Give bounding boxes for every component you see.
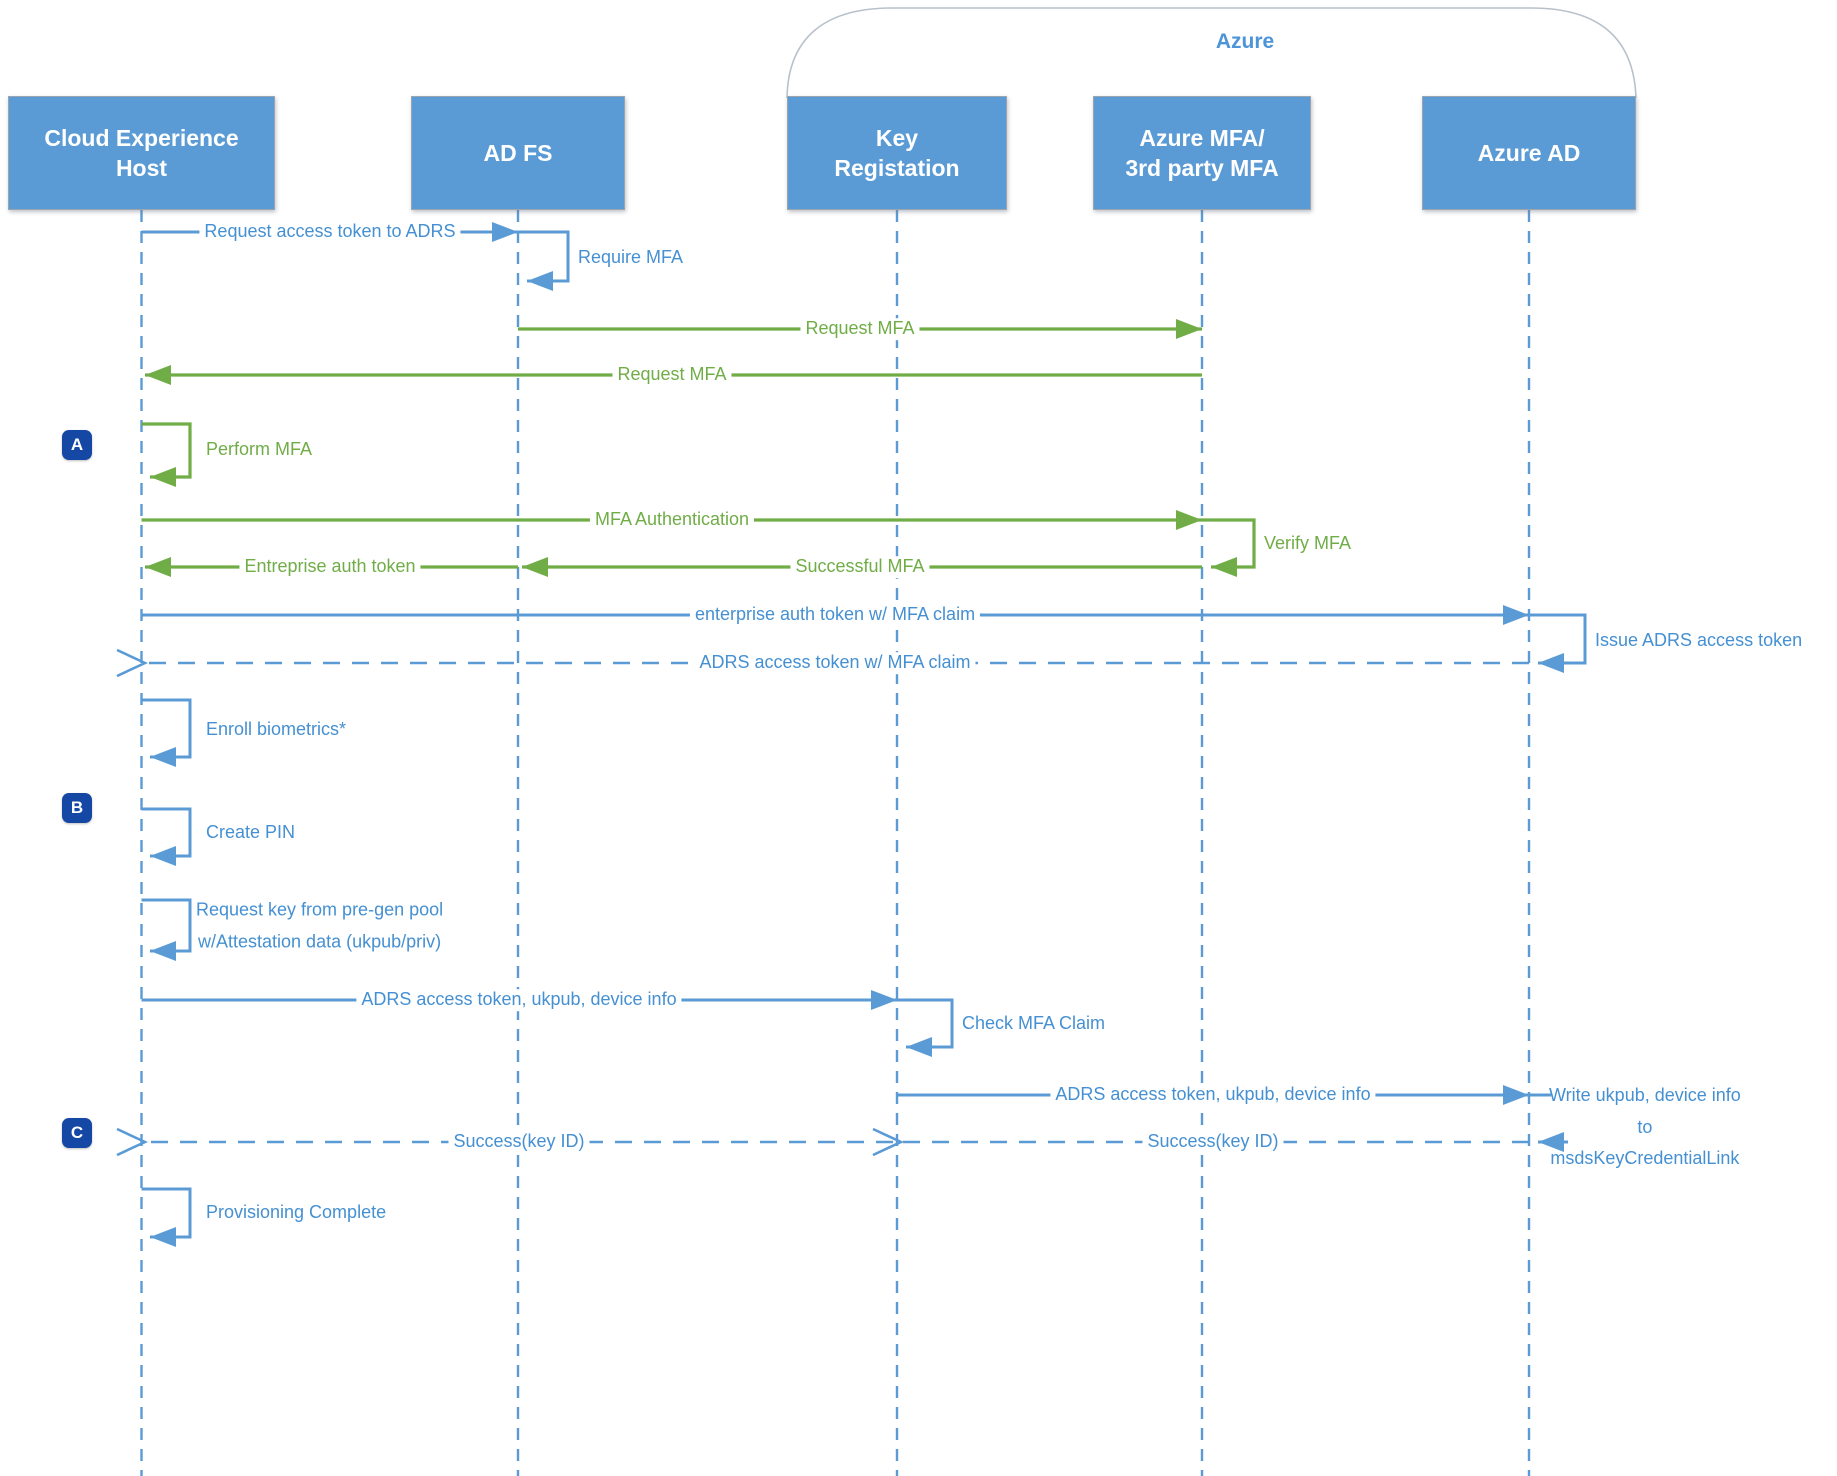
return-messages [145, 663, 1529, 1142]
label-write-ukpub: Write ukpub, device info to msdsKeyCrede… [1549, 1084, 1741, 1168]
label-issue-adrs: Issue ADRS access token [1595, 630, 1803, 651]
label-mfa-authentication: MFA Authentication [589, 509, 755, 531]
actor-azure-ad: Azure AD [1422, 96, 1636, 210]
loop-provisioning-complete [141, 1187, 192, 1247]
loop-issue-adrs [1529, 613, 1587, 673]
actor-cloud-experience-host: Cloud Experience Host [8, 96, 275, 210]
label-perform-mfa: Perform MFA [206, 439, 313, 460]
label-provisioning-complete: Provisioning Complete [206, 1202, 387, 1223]
label-request-key: Request key from pre-gen pool w/Attestat… [196, 899, 444, 952]
loop-enroll-biometrics [141, 698, 192, 767]
actor-key-registration: Key Registation [787, 96, 1007, 210]
label-request-mfa-1: Request MFA [800, 318, 920, 340]
label-entreprise-auth-token: Entreprise auth token [239, 556, 421, 578]
actor-azure-mfa: Azure MFA/ 3rd party MFA [1093, 96, 1311, 210]
step-badge-a: A [62, 430, 92, 460]
azure-group-label: Azure [1215, 30, 1275, 53]
step-badge-b: B [62, 793, 92, 823]
label-enroll-biometrics: Enroll biometrics* [206, 719, 347, 740]
azure-group-outline [786, 7, 1637, 99]
label-verify-mfa: Verify MFA [1264, 533, 1352, 554]
label-check-mfa-claim: Check MFA Claim [962, 1013, 1106, 1034]
actor-ad-fs: AD FS [411, 96, 625, 210]
label-create-pin: Create PIN [206, 822, 296, 843]
label-request-access-token: Request access token to ADRS [199, 221, 461, 243]
loop-require-mfa [518, 230, 570, 291]
label-require-mfa: Require MFA [578, 247, 684, 268]
label-success-key-id-right: Success(key ID) [1142, 1131, 1284, 1153]
loop-verify-mfa [1202, 518, 1256, 577]
label-request-mfa-2: Request MFA [612, 364, 732, 386]
loop-perform-mfa [141, 422, 192, 487]
label-success-key-id-left: Success(key ID) [448, 1131, 590, 1153]
loop-create-pin [141, 807, 192, 866]
label-adrs-ukpub-2: ADRS access token, ukpub, device info [1050, 1084, 1376, 1106]
lifelines [140, 210, 1531, 1476]
loop-request-key [141, 898, 192, 961]
label-adrs-ukpub-1: ADRS access token, ukpub, device info [356, 989, 682, 1011]
loop-check-mfa-claim [897, 998, 954, 1057]
step-badge-c: C [62, 1118, 92, 1148]
label-successful-mfa: Successful MFA [790, 556, 930, 578]
label-adrs-token-claim: ADRS access token w/ MFA claim [694, 652, 976, 674]
label-enterprise-auth-token-claim: enterprise auth token w/ MFA claim [689, 604, 981, 626]
